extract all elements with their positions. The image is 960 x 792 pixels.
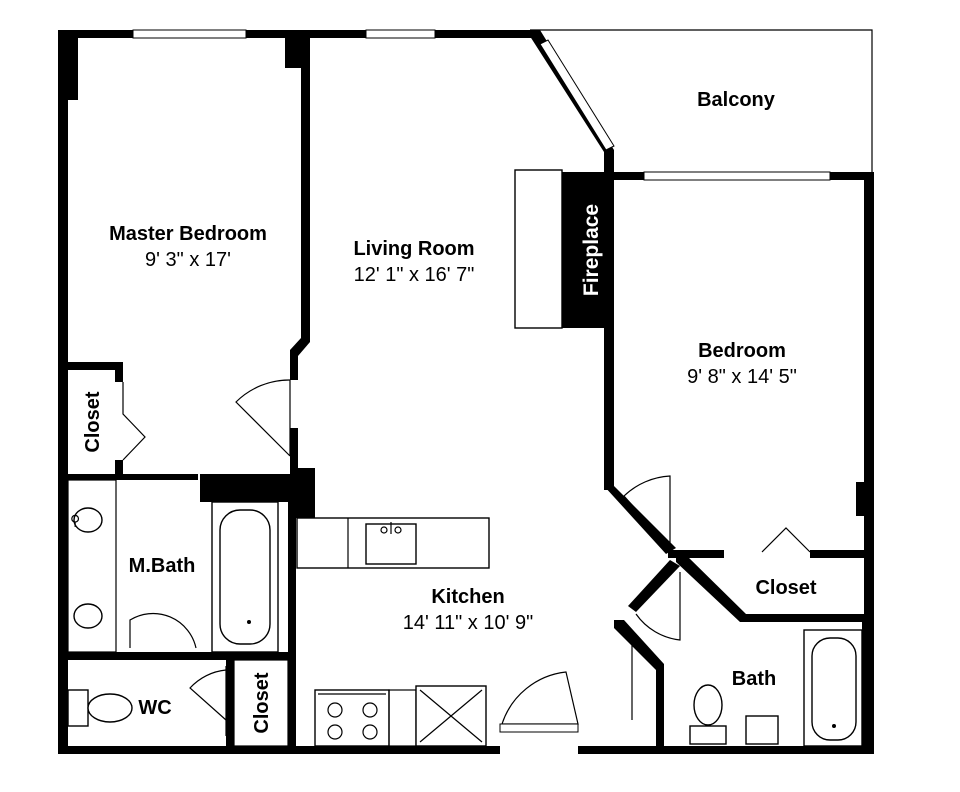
wc-label: WC (138, 697, 171, 719)
kitchen-dims: 14' 11" x 10' 9" (403, 612, 533, 634)
walls (58, 30, 874, 754)
master-closet-label: Closet (82, 391, 104, 452)
labels: Balcony Master Bedroom 9' 3" x 17' Livin… (82, 89, 817, 734)
kitchen-label: Kitchen (431, 586, 504, 608)
master-sink-icon (73, 507, 103, 533)
wc-closet-label: Closet (251, 672, 273, 733)
wc-toilet-icon (67, 689, 89, 727)
master-bath-label: M.Bath (129, 555, 196, 577)
fireplace-block (562, 172, 614, 328)
bedroom-closet-label: Closet (755, 577, 816, 599)
master-bedroom-dims: 9' 3" x 17' (145, 249, 231, 271)
master-bedroom-label: Master Bedroom (109, 223, 267, 245)
fixtures: ⚲ (67, 479, 863, 747)
master-sink-icon (73, 603, 103, 629)
hearth (514, 169, 563, 329)
bath-toilet-icon (693, 684, 723, 726)
balcony-label: Balcony (697, 89, 776, 111)
stove-icon (314, 689, 390, 747)
fireplace-label: Fireplace (580, 204, 603, 296)
living-room-dims: 12' 1" x 16' 7" (354, 264, 475, 286)
doors (122, 379, 811, 736)
balcony-outline (530, 29, 873, 172)
bedroom-dims: 9' 8" x 14' 5" (687, 366, 797, 388)
bath-label: Bath (732, 668, 776, 690)
living-room-label: Living Room (353, 238, 474, 260)
bedroom-label: Bedroom (698, 340, 786, 362)
bath-sink-icon (745, 715, 779, 745)
windows (132, 29, 831, 181)
svg-text:⚲: ⚲ (70, 513, 80, 529)
